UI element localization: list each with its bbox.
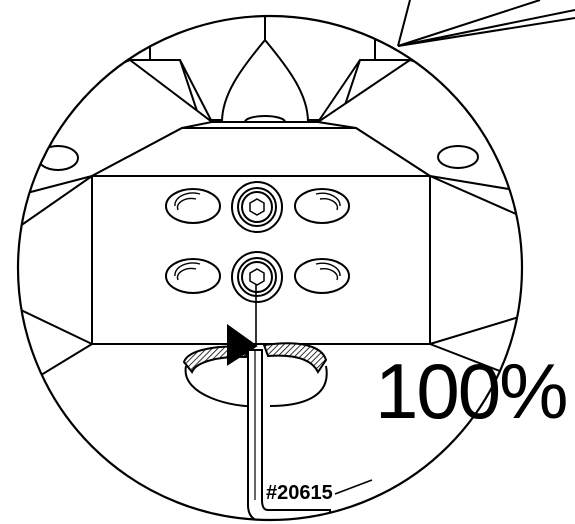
right-arm-hole [437, 145, 479, 169]
upper-slot-left [165, 188, 221, 224]
upper-slot-right [294, 188, 350, 224]
lower-slot-right [294, 258, 350, 294]
lower-screw [231, 251, 283, 303]
lower-slot-left [165, 258, 221, 294]
torque-percentage-label: 100% [375, 347, 569, 435]
rotation-arrow-icon [182, 324, 328, 408]
hex-key-tool [247, 349, 331, 520]
upper-screw [231, 181, 283, 233]
detail-circle-outline [16, 14, 524, 522]
callout-leader-lines [397, 0, 575, 47]
part-number-leader [334, 479, 373, 495]
tool-part-number-label: #20615 [266, 482, 333, 504]
